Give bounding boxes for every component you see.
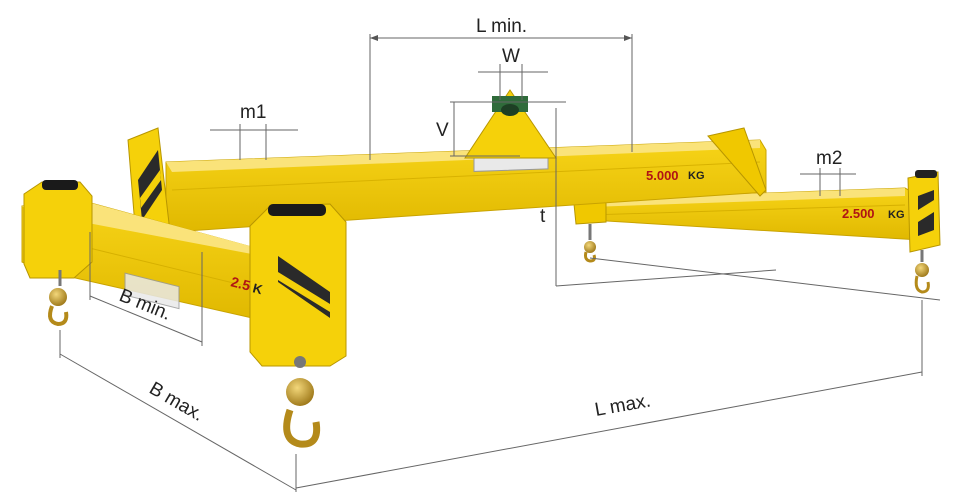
front-capacity-value: 2.5 xyxy=(229,273,252,293)
label-m1: m1 xyxy=(240,102,266,123)
front-capacity-unit: K xyxy=(251,280,264,297)
label-b-max: B max. xyxy=(146,378,208,426)
label-m2: m2 xyxy=(816,148,842,169)
label-w: W xyxy=(502,46,520,67)
side-capacity-value: 2.500 xyxy=(842,206,875,221)
side-capacity-unit: KG xyxy=(888,209,905,221)
main-capacity-unit: KG xyxy=(688,170,705,182)
hook-icon xyxy=(584,224,596,263)
hook-icon xyxy=(914,250,930,294)
side-beam-left xyxy=(21,180,347,448)
label-l-min: L min. xyxy=(476,16,527,37)
dimension-lines xyxy=(59,34,941,492)
hook-icon xyxy=(48,270,69,327)
side-beam-right xyxy=(573,170,941,294)
label-v: V xyxy=(436,120,449,141)
label-t: t xyxy=(540,206,546,227)
main-beam xyxy=(127,89,767,239)
label-l-max: L max. xyxy=(593,390,652,420)
main-capacity-value: 5.000 xyxy=(646,168,679,183)
hook-icon xyxy=(283,356,321,448)
